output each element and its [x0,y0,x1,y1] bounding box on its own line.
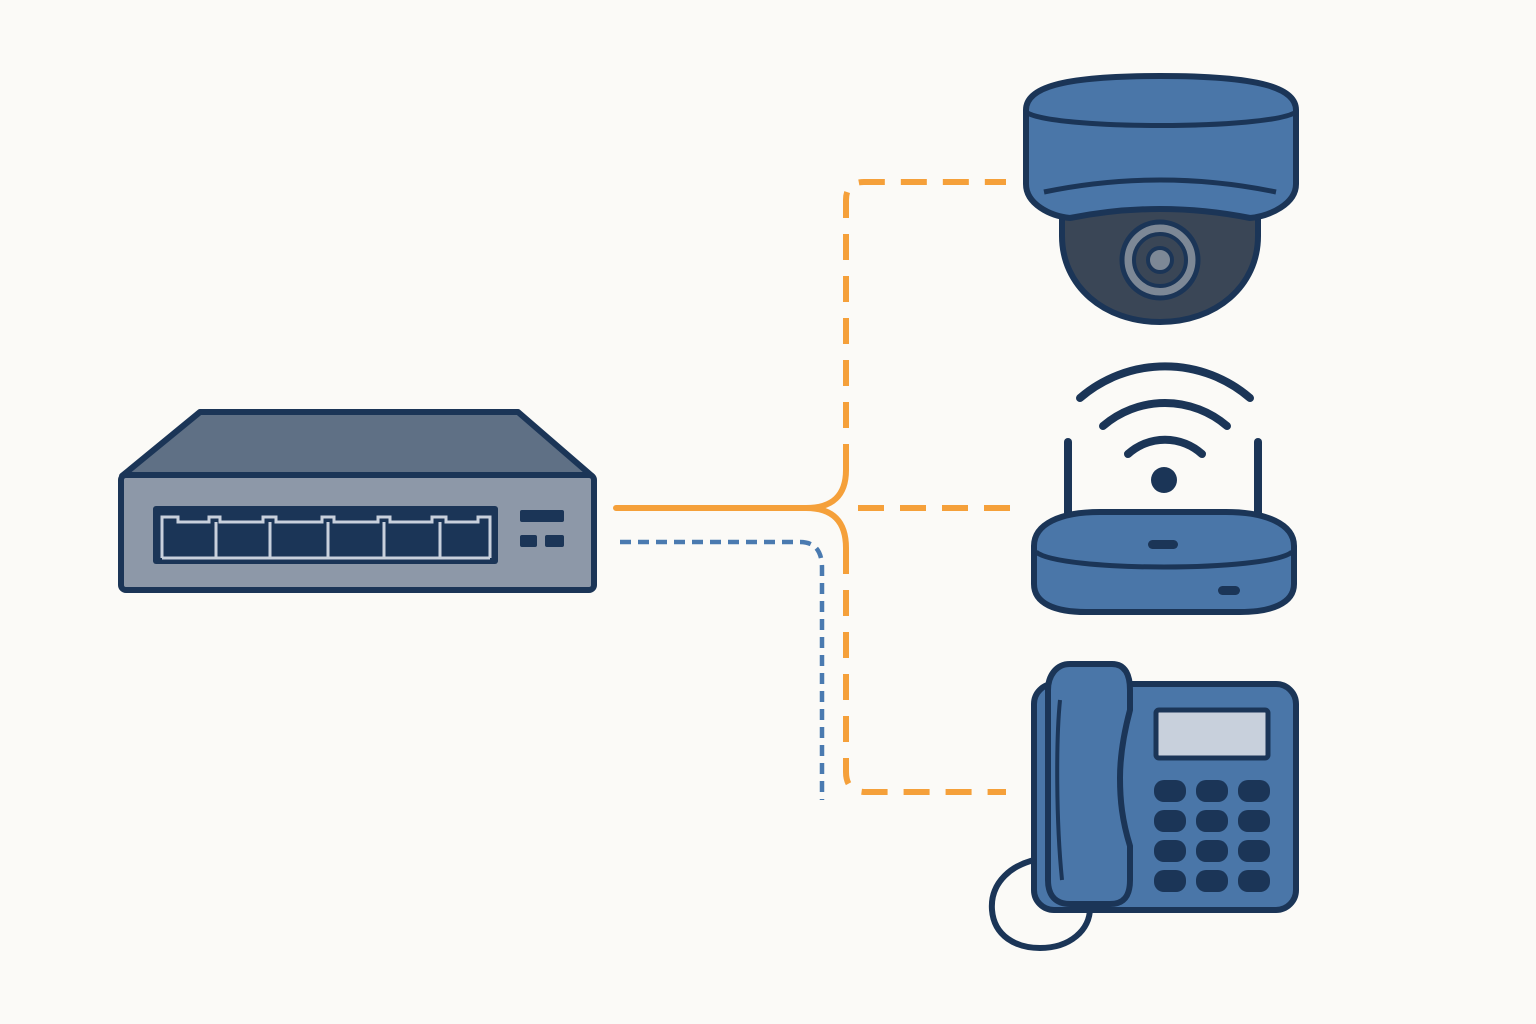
connection-lines [613,179,1020,800]
switch-port-bay [153,506,498,564]
phone-key [1196,840,1228,862]
access-point-port-indicator [1218,586,1240,595]
phone-key [1196,780,1228,802]
camera-housing-rim [1024,109,1298,128]
camera-lens-center [1146,246,1174,274]
phone-key [1238,810,1270,832]
phone-handset-groove [1055,699,1064,881]
phone-key [1154,810,1186,832]
phone-key [1196,870,1228,892]
phone-cord [988,855,1093,952]
connection-line-data [620,539,825,800]
connection-line-phone [843,548,1006,795]
switch-top-face [119,409,595,479]
phone-key [1154,840,1186,862]
connection-line-camera [843,179,1006,470]
wifi-arc-middle [1099,399,1231,430]
wifi-dot [1151,467,1177,493]
wifi-arc-inner [1124,435,1206,458]
switch-port-dividers [214,522,442,558]
phone-key [1196,810,1228,832]
phone-display [1153,707,1271,761]
switch-status-led-bar [520,510,564,522]
switch-status-led-left [520,535,537,547]
camera-housing [1023,73,1299,221]
network-switch-icon [118,409,597,593]
phone-keypad [1154,780,1270,892]
connection-trunk-line [613,467,849,511]
phone-key [1154,780,1186,802]
wireless-access-point-icon [1031,362,1297,615]
wifi-arc-outer [1076,362,1254,402]
phone-handset [1045,661,1133,907]
phone-key [1238,840,1270,862]
access-point-top-edge [1034,549,1294,570]
phone-key [1154,870,1186,892]
connection-trunk-branch-down [803,505,849,551]
switch-status-led-right [545,535,564,547]
switch-port-ridge [160,515,492,558]
access-point-led [1148,540,1178,549]
desk-phone-icon [988,661,1299,952]
camera-housing-band [1043,177,1277,195]
phone-key [1238,870,1270,892]
phone-key [1238,780,1270,802]
dome-camera-icon [1023,73,1299,325]
